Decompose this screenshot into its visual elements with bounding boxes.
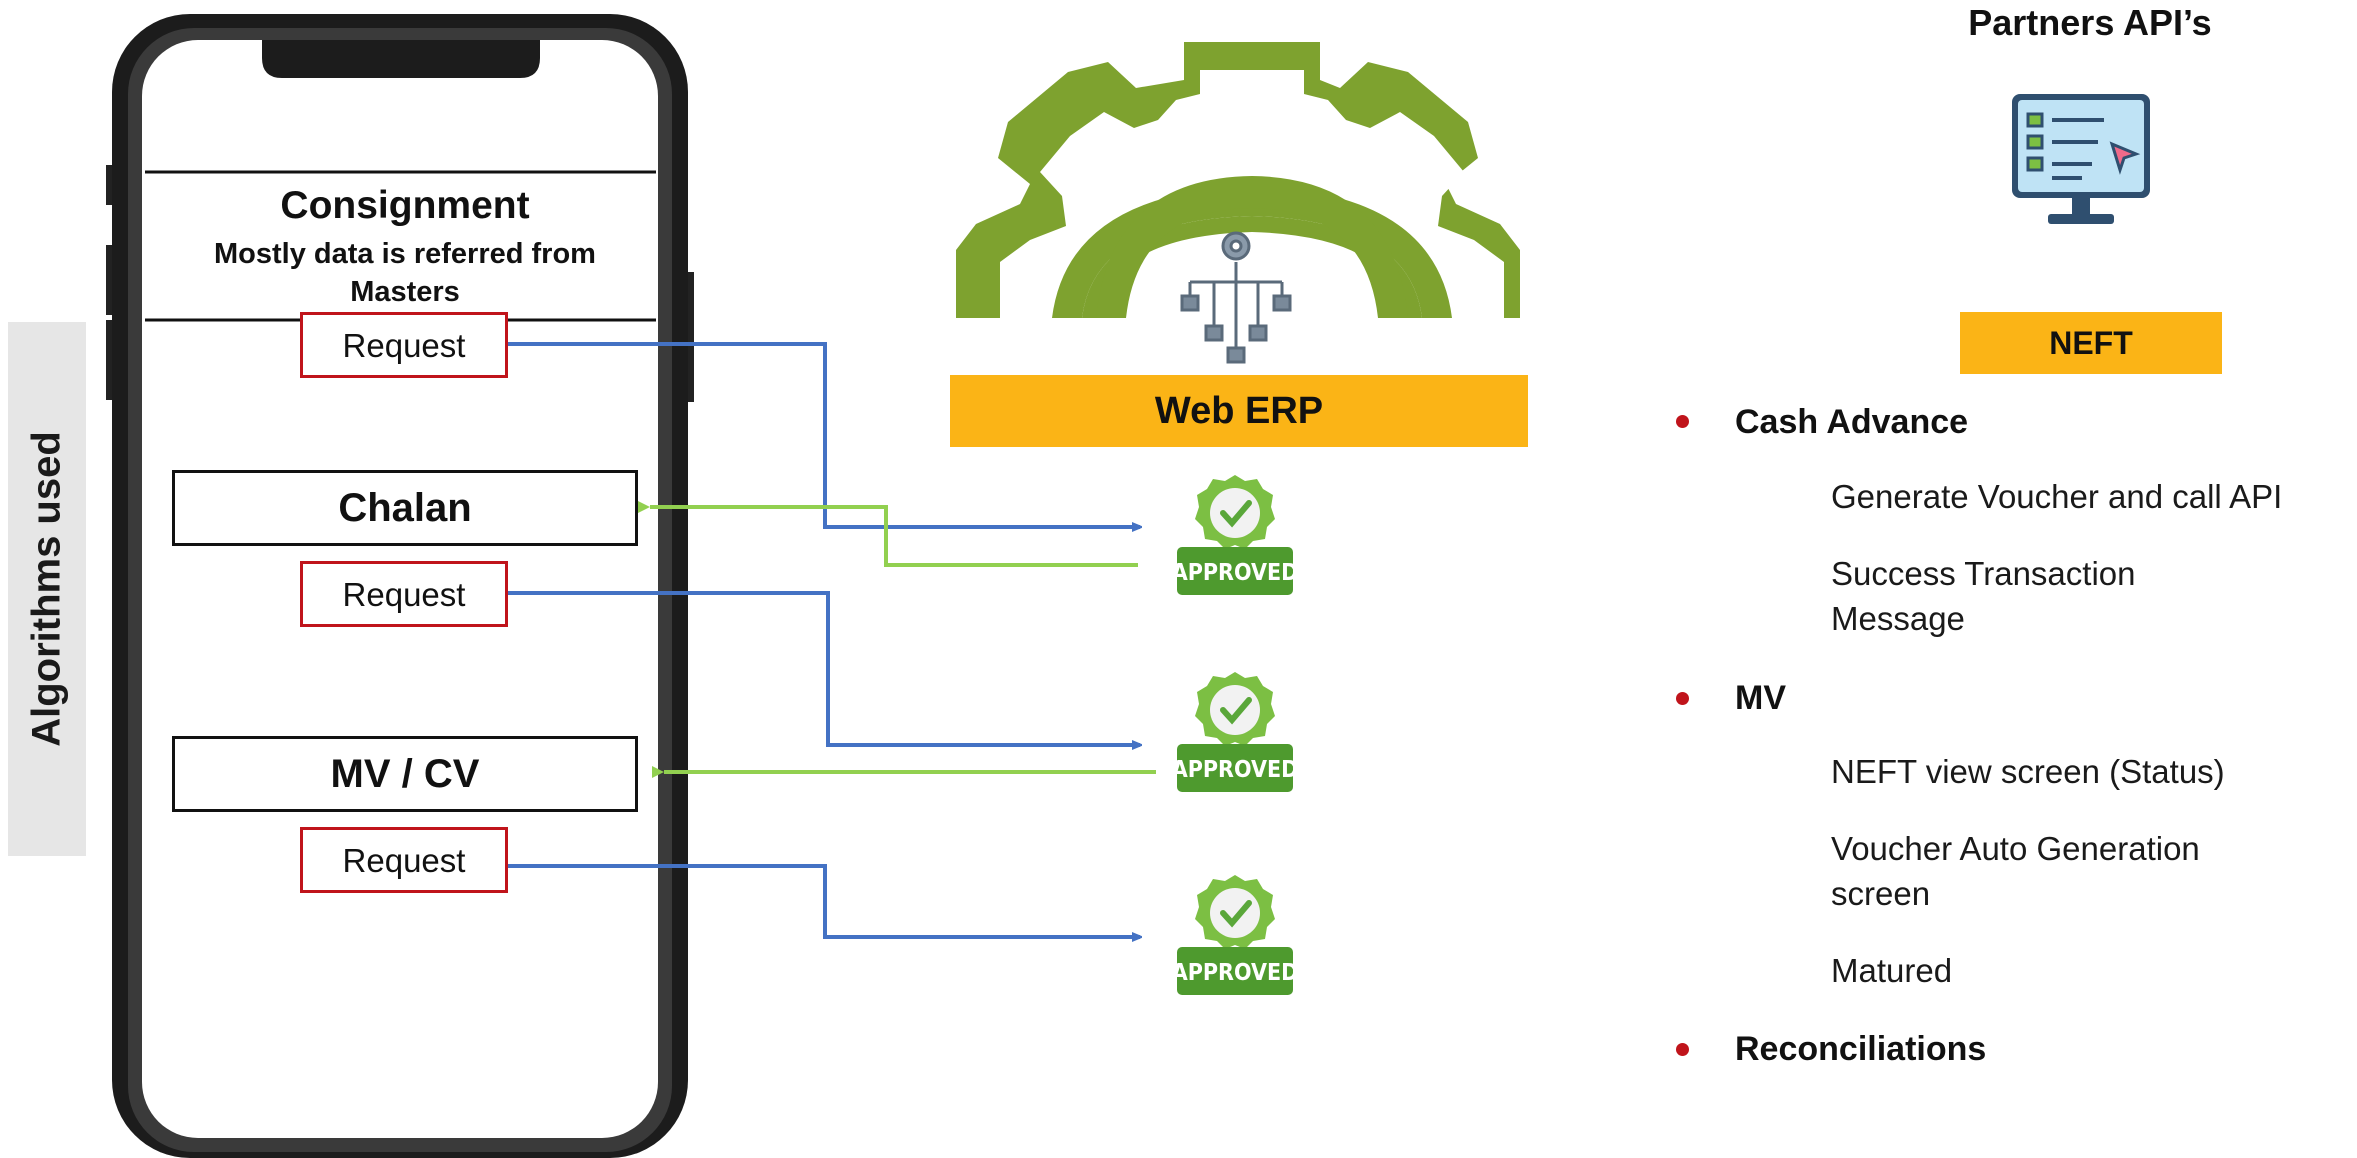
approved-stamp-label: APPROVED	[1172, 560, 1299, 586]
approved-stamp-label: APPROVED	[1172, 960, 1299, 986]
request-box-1: Request	[300, 312, 508, 378]
bullet-cash-advance: Cash Advance	[1735, 403, 1969, 441]
request-box-2: Request	[300, 561, 508, 627]
chalan-box: Chalan	[172, 470, 638, 546]
request-arrow-2	[508, 591, 1140, 745]
approved-badge-icon: APPROVED	[1172, 672, 1299, 792]
bullet-sub-item: Message	[1831, 600, 1965, 637]
computer-monitor-icon	[2012, 94, 2150, 224]
approved-badge-icon: APPROVED	[1172, 475, 1299, 595]
partners-api-title: Partners API’s	[1968, 2, 2212, 43]
bullet-sub-item: Success Transaction	[1831, 555, 2136, 592]
bullet-dot	[1676, 692, 1689, 705]
consignment-subtitle: Mostly data is referred from Masters	[214, 238, 596, 308]
mv-cv-box: MV / CV	[172, 736, 638, 812]
approved-stamp-label: APPROVED	[1172, 757, 1299, 783]
algorithms-label-panel: Algorithms used	[8, 322, 86, 856]
request-arrow-1	[508, 342, 1140, 527]
request-arrow-3	[508, 864, 1140, 937]
approval-response-arrow-1	[638, 501, 1138, 567]
bullet-dot	[1676, 415, 1689, 428]
bullet-mv: MV	[1735, 679, 1786, 717]
bullet-sub-item: Generate Voucher and call API	[1831, 478, 2283, 515]
request-box-3: Request	[300, 827, 508, 893]
bullet-sub-item: NEFT view screen (Status)	[1831, 753, 2225, 790]
bullet-reconciliations: Reconciliations	[1735, 1030, 1987, 1068]
web-erp-label: Web ERP	[950, 375, 1528, 447]
web-erp-gear-icon	[956, 42, 1520, 364]
approved-badge-icon: APPROVED	[1172, 875, 1299, 995]
bullet-dot	[1676, 1043, 1689, 1056]
bullet-sub-item: screen	[1831, 875, 1931, 912]
consignment-title: Consignment	[280, 184, 530, 227]
bullet-sub-item: Matured	[1831, 952, 1953, 989]
bullet-sub-item: Voucher Auto Generation	[1831, 830, 2200, 867]
neft-label: NEFT	[1960, 312, 2222, 374]
